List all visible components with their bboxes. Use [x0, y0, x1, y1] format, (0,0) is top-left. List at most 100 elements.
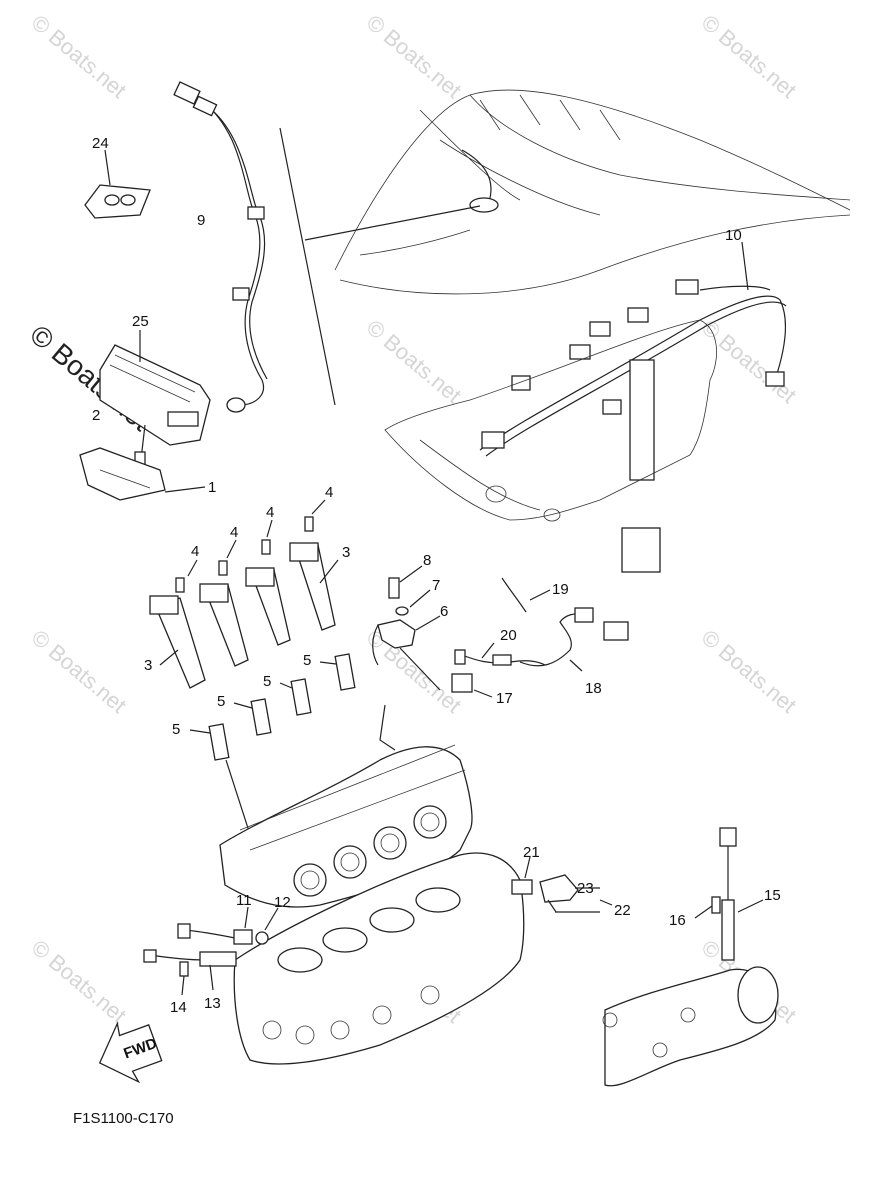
leader-line [189, 729, 211, 734]
watermark: © Boats.net [362, 625, 466, 718]
callout-16: 16 [669, 912, 686, 929]
part-9-wire-harness [173, 81, 268, 413]
engine-block [233, 852, 525, 1065]
callout-5: 5 [263, 673, 271, 690]
part-6-bracket [372, 619, 416, 666]
part-4-bolt [304, 516, 314, 532]
callout-7: 7 [432, 577, 440, 594]
callout-15: 15 [764, 887, 781, 904]
callout-17: 17 [496, 690, 513, 707]
callout-22: 22 [614, 902, 631, 919]
part-15-sensor [719, 827, 737, 961]
part-23-sensor [539, 874, 579, 913]
callout-21: 21 [523, 844, 540, 861]
part-24-remote [84, 184, 151, 219]
leader-line [473, 689, 493, 698]
part-3-ignition-coil [245, 567, 291, 646]
fwd-arrow: FWD [98, 1021, 163, 1084]
part-3-ignition-coil [149, 595, 206, 689]
watermark: © Boats.net [697, 625, 801, 718]
part-5-spark-plug [208, 723, 230, 761]
hull-sketch [334, 89, 851, 295]
part-5-spark-plug [290, 678, 312, 716]
leader-line [181, 975, 185, 996]
part-3-ignition-coil [199, 583, 249, 667]
leader-line [264, 907, 279, 931]
part-14-bolt [179, 961, 189, 977]
leader-line [311, 499, 326, 515]
part-11-sensor [177, 923, 253, 945]
callout-3: 3 [342, 544, 350, 561]
watermark: © Boats.net [27, 935, 131, 1028]
leader-line [694, 905, 713, 919]
watermark: © Boats.net [362, 315, 466, 408]
leader-line [226, 539, 237, 559]
leader-line [233, 702, 253, 709]
leader-line [187, 559, 198, 577]
part-25-unit [99, 344, 211, 446]
callout-4: 4 [191, 543, 199, 560]
leader-line [409, 589, 431, 608]
leader-line [399, 565, 423, 583]
callout-23: 23 [577, 880, 594, 897]
callout-5: 5 [172, 721, 180, 738]
watermark: © Boats.net [27, 10, 131, 103]
callout-12: 12 [274, 894, 291, 911]
part-18-harness [519, 607, 629, 667]
part-4-bolt [175, 577, 185, 593]
leader-line [319, 661, 337, 665]
leader-line [159, 649, 179, 666]
callout-4: 4 [230, 524, 238, 541]
part-21-sensor [511, 879, 533, 895]
callout-3: 3 [144, 657, 152, 674]
callout-11: 11 [236, 892, 252, 909]
callout-20: 20 [500, 627, 517, 644]
leader-line [104, 149, 111, 186]
part-4-bolt [261, 539, 271, 555]
part-17-sensor [451, 673, 473, 693]
callout-5: 5 [217, 693, 225, 710]
leader-line [741, 241, 749, 291]
leader-line [164, 486, 206, 493]
part-7-washer [395, 606, 409, 616]
leader-line [279, 682, 293, 689]
leader-line [524, 856, 531, 879]
leader-line [379, 647, 441, 751]
callout-19: 19 [552, 581, 569, 598]
part-16-bolt [711, 896, 721, 914]
callout-6: 6 [440, 603, 448, 620]
part-20-sensor-lead [454, 649, 546, 666]
part-12-washer [255, 931, 269, 945]
divider-line [279, 127, 336, 406]
diagram-code: F1S1100-C170 [73, 1110, 174, 1127]
leader-line [244, 906, 249, 929]
callout-1: 1 [208, 479, 216, 496]
leader-line [737, 899, 764, 913]
part-5-spark-plug [334, 653, 356, 691]
watermark: © Boats.net [362, 10, 466, 103]
part-4-bolt [218, 560, 228, 576]
callout-5: 5 [303, 652, 311, 669]
leader-line [319, 559, 339, 584]
callout-9: 9 [197, 212, 205, 229]
leader-line [555, 887, 613, 913]
part-10-main-harness [479, 279, 787, 573]
callout-8: 8 [423, 552, 431, 569]
callout-14: 14 [170, 999, 187, 1016]
callout-18: 18 [585, 680, 602, 697]
part-3-ignition-coil [289, 542, 336, 631]
callout-13: 13 [204, 995, 221, 1012]
engine-cover-outline [384, 319, 717, 522]
callout-10: 10 [725, 227, 742, 244]
leader-line [415, 615, 441, 631]
part-5-spark-plug [250, 698, 272, 736]
leader-line [569, 659, 583, 672]
callout-4: 4 [325, 484, 333, 501]
watermark: © Boats.net [697, 10, 801, 103]
leader-line [481, 642, 495, 659]
leader-line [209, 964, 214, 991]
leader-line [266, 519, 273, 538]
callout-24: 24 [92, 135, 109, 152]
cylinder-head [219, 744, 473, 908]
